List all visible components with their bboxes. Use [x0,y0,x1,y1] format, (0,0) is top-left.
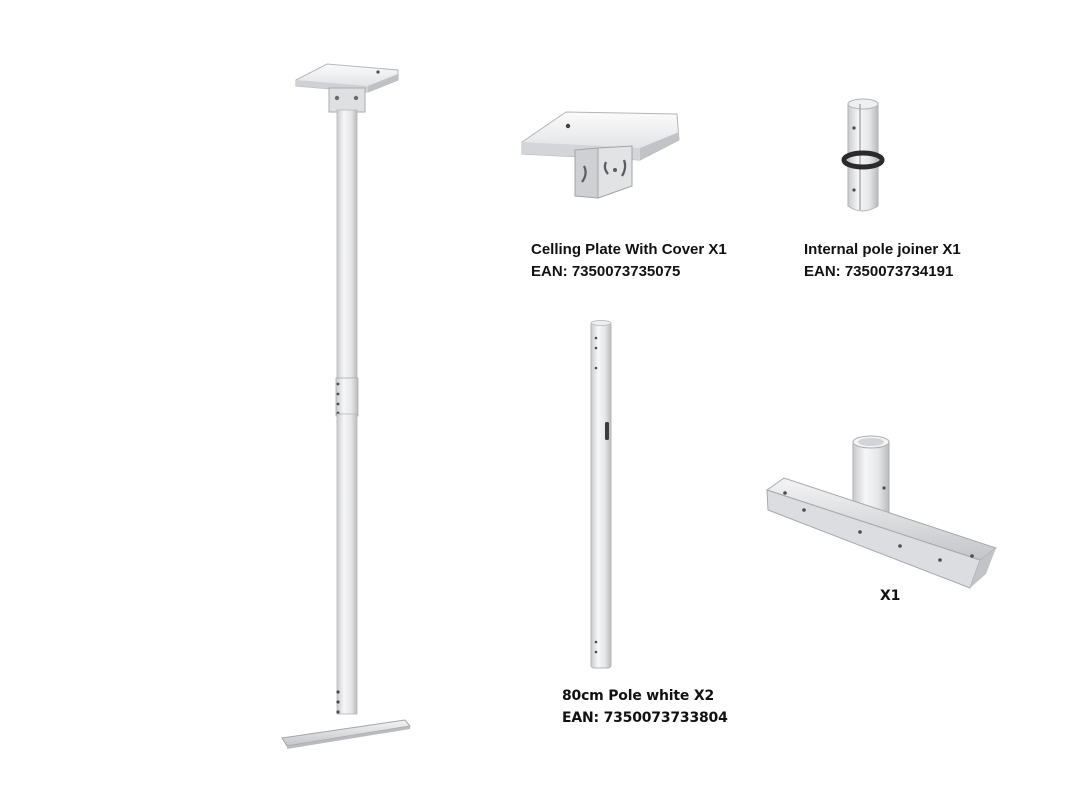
pole-ean: EAN: 7350073733804 [562,710,728,726]
pole-joiner-name: Internal pole joiner X1 [804,241,961,258]
bracket-icon [765,435,998,589]
pole-label: 80cm Pole white X2 EAN: 7350073733804 [562,685,728,729]
assembled-mount-icon [281,63,411,749]
ceiling-plate-name: Celling Plate With Cover X1 [531,241,727,258]
pole-joiner-icon [841,98,885,212]
pole-name: 80cm Pole white X2 [562,688,714,704]
pole-icon [590,320,612,669]
bracket-label: X1 [880,585,900,607]
ceiling-plate-ean: EAN: 7350073735075 [531,263,681,280]
pole-joiner-ean: EAN: 7350073734191 [804,263,954,280]
ceiling-plate-label: Celling Plate With Cover X1 EAN: 7350073… [531,239,727,283]
bracket-name: X1 [880,588,901,604]
ceiling-plate-icon [521,111,680,199]
pole-joiner-label: Internal pole joiner X1 EAN: 73500737341… [804,239,961,283]
